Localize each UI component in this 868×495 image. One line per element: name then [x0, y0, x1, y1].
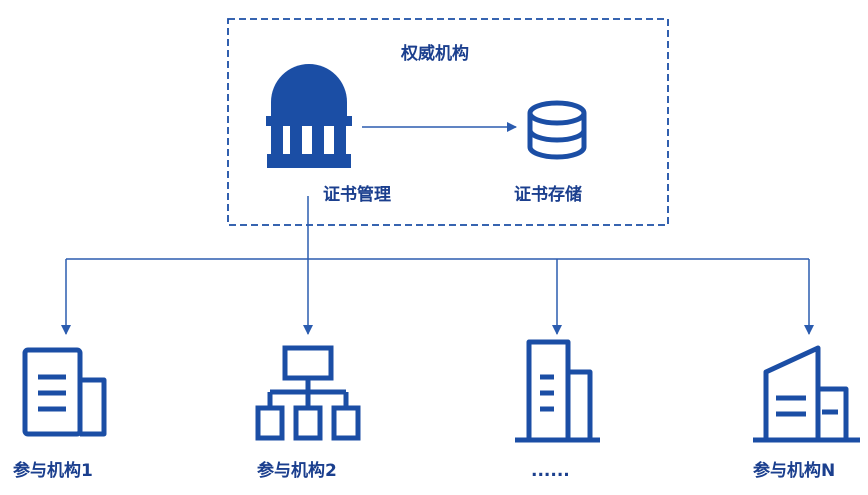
office-tower-icon — [515, 339, 600, 443]
participant-ellipsis-label: ...... — [531, 461, 570, 481]
distribution-lines — [61, 196, 814, 335]
document-building-icon — [22, 347, 107, 437]
cert-management-label: 证书管理 — [323, 185, 391, 205]
bank-icon — [266, 64, 352, 168]
org-chart-icon — [255, 345, 361, 441]
participant-n-label: 参与机构N — [753, 461, 836, 481]
authority-box — [227, 18, 669, 226]
database-icon — [527, 100, 587, 160]
participant-2-label: 参与机构2 — [257, 461, 337, 481]
slanted-building-icon — [753, 345, 860, 443]
authority-title: 权威机构 — [401, 44, 469, 64]
participant-1-label: 参与机构1 — [13, 461, 93, 481]
cert-storage-label: 证书存储 — [514, 185, 582, 205]
